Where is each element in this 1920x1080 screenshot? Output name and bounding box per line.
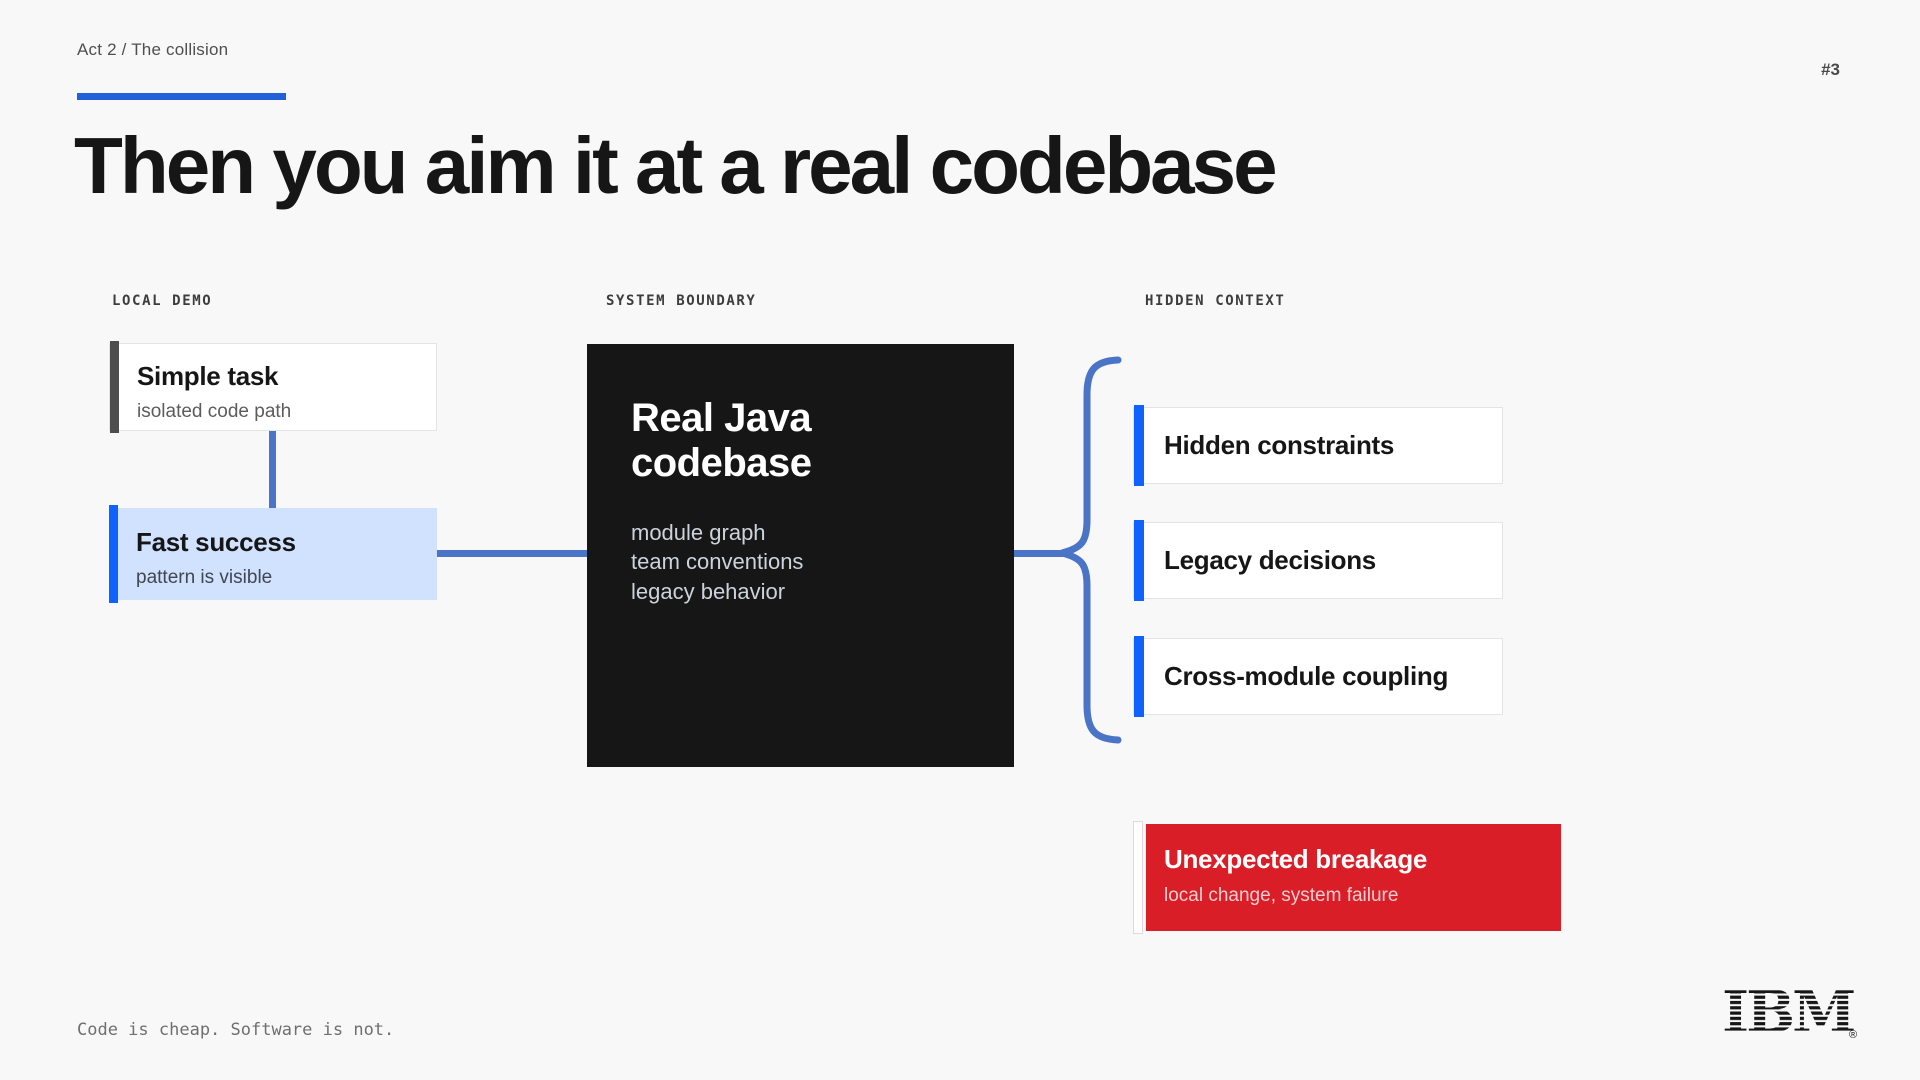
ibm-logo-registered-icon: ® bbox=[1849, 1029, 1857, 1041]
card-cross-module-coupling: Cross-module coupling bbox=[1133, 636, 1503, 717]
card-title: Simple task bbox=[137, 361, 279, 391]
card-hidden-constraints: Hidden constraints bbox=[1133, 405, 1503, 486]
connector-simple-to-fast bbox=[269, 431, 276, 508]
footer-tagline: Code is cheap. Software is not. bbox=[77, 1020, 395, 1040]
column-label-local-demo: LOCAL DEMO bbox=[112, 293, 213, 309]
system-box-title: Real Java codebase bbox=[631, 396, 812, 485]
slide-number: #3 bbox=[1821, 60, 1840, 79]
card-accent-bar bbox=[110, 341, 119, 433]
ibm-logo: IBM ® bbox=[1722, 984, 1857, 1042]
card-legacy-decisions: Legacy decisions bbox=[1133, 520, 1503, 601]
card-subtitle: isolated code path bbox=[137, 401, 292, 422]
page-title: Then you aim it at a real codebase bbox=[74, 121, 1278, 210]
system-box-list: module graph team conventions legacy beh… bbox=[631, 518, 970, 606]
title-accent-rule bbox=[77, 93, 286, 100]
card-accent-bar bbox=[1134, 520, 1144, 601]
card-subtitle: local change, system failure bbox=[1164, 885, 1399, 906]
card-real-java-codebase: Real Java codebase module graph team con… bbox=[587, 344, 1014, 767]
system-box-list-item: module graph bbox=[631, 520, 766, 545]
column-label-hidden-context: HIDDEN CONTEXT bbox=[1145, 293, 1286, 309]
card-unexpected-breakage: Unexpected breakage local change, system… bbox=[1133, 821, 1561, 934]
breadcrumb: Act 2 / The collision bbox=[77, 40, 229, 59]
curly-brace-icon bbox=[1058, 356, 1122, 744]
ibm-logo-word: IBM bbox=[1722, 984, 1854, 1042]
card-accent-bar bbox=[109, 505, 118, 603]
card-fast-success: Fast success pattern is visible bbox=[109, 505, 437, 603]
card-subtitle: pattern is visible bbox=[136, 567, 273, 588]
card-title: Legacy decisions bbox=[1164, 545, 1376, 575]
card-accent-bar bbox=[1134, 636, 1144, 717]
column-label-system-boundary: SYSTEM BOUNDARY bbox=[606, 293, 757, 309]
connector-fast-to-codebase bbox=[437, 550, 587, 557]
card-title: Fast success bbox=[136, 527, 296, 557]
alert-card-body: Unexpected breakage local change, system… bbox=[1146, 824, 1561, 931]
system-box-list-item: team conventions bbox=[631, 549, 804, 575]
card-title: Cross-module coupling bbox=[1164, 661, 1449, 691]
system-box-list-item: legacy behavior bbox=[631, 578, 786, 604]
card-accent-bar bbox=[1134, 405, 1144, 486]
card-accent-bar bbox=[1133, 821, 1143, 934]
card-title: Hidden constraints bbox=[1164, 430, 1395, 460]
card-title: Unexpected breakage bbox=[1164, 844, 1428, 874]
card-simple-task: Simple task isolated code path bbox=[109, 341, 437, 433]
connector-codebase-to-brace bbox=[1014, 550, 1066, 557]
